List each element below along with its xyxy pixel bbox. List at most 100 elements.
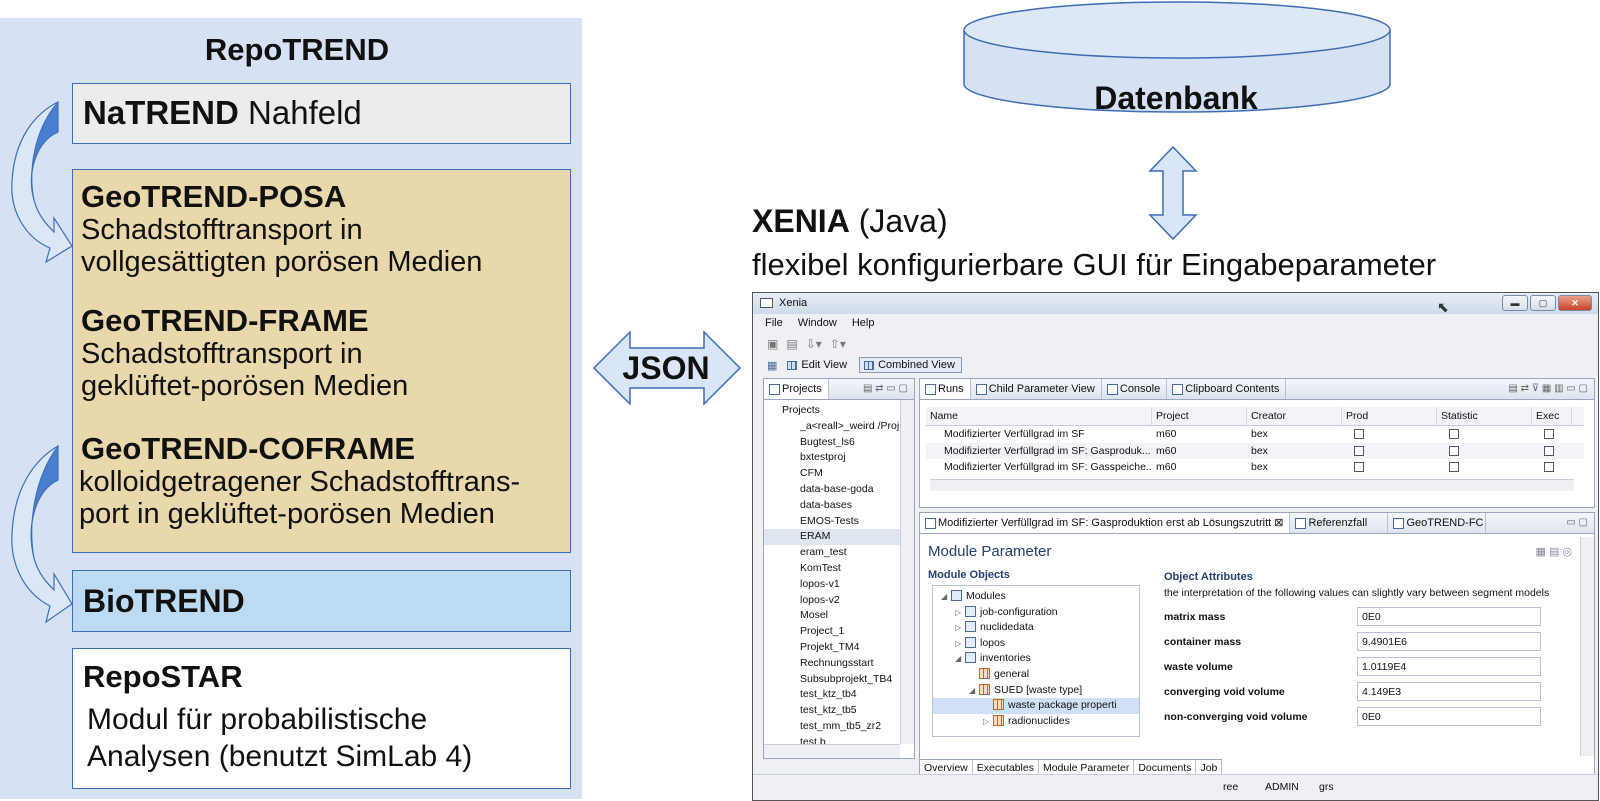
prod-cell [1342, 459, 1437, 476]
minimize-icon[interactable]: ▬ [1502, 295, 1528, 311]
project-item[interactable]: test_mm_tb5_zr2 [800, 719, 882, 732]
combined-view-button[interactable]: Combined View [859, 357, 962, 373]
tree-node[interactable]: ▷job-configuration [933, 605, 1139, 621]
projects-root[interactable]: Projects [782, 404, 820, 416]
project-item[interactable]: Subsubprojekt_TB4 [800, 672, 893, 685]
tab-referenzfall[interactable]: Referenzfall [1290, 513, 1389, 533]
pane-controls-icon[interactable]: ▤ ⇄ ▭ ▢ [862, 383, 908, 394]
attribute-value-field[interactable]: 0E0 [1357, 707, 1541, 726]
project-item[interactable]: Rechnungsstart [800, 656, 874, 669]
close-icon[interactable]: ✕ [1558, 295, 1592, 311]
project-item[interactable]: data-bases [800, 498, 852, 511]
project-item[interactable]: lopos-v1 [800, 577, 840, 590]
project-item[interactable]: ERAM [764, 529, 914, 546]
project-item[interactable]: eram_test [800, 546, 847, 559]
col-prod[interactable]: Prod [1342, 407, 1437, 425]
tree-node[interactable]: ◢inventories [933, 651, 1139, 667]
tree-node[interactable]: ◢Modules [933, 589, 1139, 605]
project-item[interactable]: Bugtest_ls6 [800, 435, 855, 448]
expand-toggle-icon[interactable]: ◢ [955, 654, 962, 664]
project-item[interactable]: Projekt_TM4 [800, 640, 860, 653]
prod-checkbox[interactable] [1354, 462, 1364, 473]
project-item[interactable]: test_ktz_tb5 [800, 704, 857, 717]
run-row[interactable]: Modifizierter Verfüllgrad im SF: Gasprod… [926, 442, 1584, 459]
tree-node[interactable]: waste package properti [933, 698, 1139, 714]
col-exec[interactable]: Exec [1532, 407, 1572, 425]
project-item[interactable]: Project_1 [800, 625, 845, 638]
tab-child-parameter-view[interactable]: Child Parameter View [971, 379, 1102, 399]
runs-toolbar-icons[interactable]: ▤ ⇄ ⊽ ▦ ▥ ▭ ▢ [1508, 383, 1588, 394]
tab-geotrend-fc[interactable]: GeoTREND-FC [1388, 513, 1487, 533]
editor-vertical-scrollbar[interactable] [1580, 537, 1594, 756]
projects-horizontal-scrollbar[interactable] [764, 744, 900, 758]
xenia-subtitle: flexibel konfigurierbare GUI für Eingabe… [752, 247, 1437, 282]
bottom-tab[interactable]: Module Parameter [1038, 760, 1135, 776]
tree-node[interactable]: general [933, 667, 1139, 683]
tab-console[interactable]: Console [1102, 379, 1168, 399]
project-item[interactable]: EMOS-Tests [800, 514, 859, 527]
tab-runs[interactable]: Runs [920, 379, 971, 399]
col-project[interactable]: Project [1152, 407, 1247, 425]
project-item[interactable]: bxtestproj [800, 451, 846, 464]
tab-projects[interactable]: Projects [764, 379, 829, 399]
statistic-checkbox[interactable] [1449, 462, 1459, 473]
bottom-tab[interactable]: Job [1196, 760, 1223, 776]
prod-checkbox[interactable] [1354, 445, 1364, 456]
expand-toggle-icon[interactable]: ▷ [955, 623, 962, 633]
import-icon[interactable]: ⇩▾ [805, 337, 822, 351]
perspective-icon[interactable]: ▦ [767, 359, 778, 372]
attribute-value-field[interactable]: 0E0 [1357, 607, 1541, 626]
tab-clipboard-contents[interactable]: Clipboard Contents [1167, 379, 1287, 399]
statistic-checkbox[interactable] [1449, 445, 1459, 456]
col-name[interactable]: Name [926, 407, 1152, 425]
tree-node[interactable]: ◢ SUED [waste type] [933, 683, 1139, 699]
col-creator[interactable]: Creator [1247, 407, 1342, 425]
project-item[interactable]: lopos-v2 [800, 593, 840, 606]
attribute-value-field[interactable]: 4.149E3 [1357, 682, 1541, 701]
edit-view-button[interactable]: Edit View [783, 358, 853, 372]
menu-window[interactable]: Window [797, 317, 837, 329]
tree-node[interactable]: ▷radionuclides [933, 714, 1139, 730]
expand-toggle-icon[interactable]: ◢ [941, 592, 948, 601]
expand-toggle-icon[interactable]: ▷ [955, 607, 962, 617]
expand-toggle-icon[interactable]: ◢ [969, 685, 976, 695]
project-item[interactable]: test_ktz_tb4 [800, 688, 857, 701]
save-icon[interactable]: ▣ [767, 337, 779, 351]
editor-pane-controls[interactable]: ▭ ▢ [1566, 517, 1588, 528]
col-statistic[interactable]: Statistic [1437, 407, 1532, 425]
attribute-value-field[interactable]: 1.0119E4 [1357, 657, 1541, 676]
bottom-tab[interactable]: Executables [973, 760, 1039, 776]
statistic-checkbox[interactable] [1449, 429, 1459, 440]
menu-help[interactable]: Help [851, 317, 875, 329]
bottom-tab[interactable]: Documents [1134, 760, 1197, 776]
project-item[interactable]: _a<reall>_weird /Proj [800, 419, 900, 432]
run-row[interactable]: Modifizierter Verfüllgrad im SF: Gasspei… [926, 459, 1584, 476]
runs-horizontal-scrollbar[interactable] [930, 479, 1574, 491]
bottom-tab[interactable]: Overview [920, 760, 973, 776]
project-item[interactable]: KomTest [800, 561, 841, 574]
tree-node[interactable]: ▷nuclidedata [933, 620, 1139, 636]
export-icon[interactable]: ⇧▾ [829, 337, 846, 351]
expand-toggle-icon[interactable]: ▷ [955, 638, 962, 648]
projects-vertical-scrollbar[interactable] [900, 400, 914, 744]
geotrend-frame-title: GeoTREND-FRAME [81, 303, 369, 338]
save-all-icon[interactable]: ▤ [786, 337, 798, 351]
project-item[interactable]: data-base-goda [800, 482, 874, 495]
menu-file[interactable]: File [765, 317, 783, 329]
project-item[interactable]: CFM [800, 467, 823, 480]
editor-action-icons[interactable]: ▦ ▤ ◎ [1535, 546, 1573, 558]
attribute-value-field[interactable]: 9.4901E6 [1357, 632, 1541, 651]
exec-checkbox[interactable] [1544, 462, 1554, 473]
exec-checkbox[interactable] [1544, 445, 1554, 456]
tree-node[interactable]: ▷lopos [933, 636, 1139, 652]
maximize-icon[interactable]: ▢ [1530, 295, 1556, 311]
status-role: ADMIN [1265, 781, 1299, 793]
expand-toggle-icon[interactable]: ▷ [983, 716, 990, 726]
tab-run-editor[interactable]: Modifizierter Verfüllgrad im SF: Gasprod… [920, 513, 1291, 533]
tree-node-label: SUED [waste type] [994, 683, 1083, 696]
prod-checkbox[interactable] [1354, 429, 1364, 440]
exec-checkbox[interactable] [1544, 429, 1554, 440]
close-tab-icon[interactable]: ⊠ [1274, 517, 1284, 529]
project-item[interactable]: Mosel [800, 609, 829, 622]
